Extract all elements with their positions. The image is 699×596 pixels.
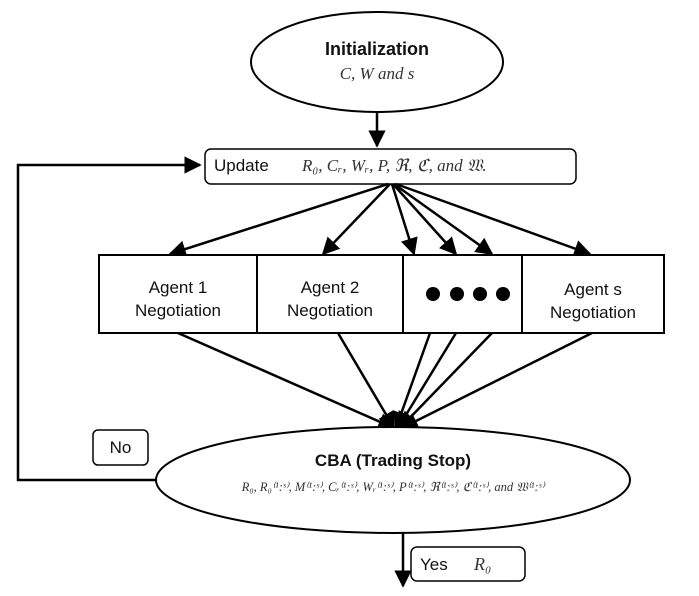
converge-arrows — [177, 331, 593, 430]
yes-label: Yes — [420, 555, 448, 574]
feedback-loop-arrow — [16, 156, 202, 482]
agents-row — [98, 254, 665, 334]
update-label: Update — [214, 156, 269, 175]
ellipsis-dots — [426, 287, 510, 301]
agent-2-line1: Agent 2 — [300, 278, 360, 297]
no-label: No — [109, 438, 132, 457]
update-formula: R₀, Cᵣ, Wᵣ, P, ℜ, ℭ, and 𝔚. — [302, 156, 487, 175]
cba-formula: R₀, R₀⁽¹:ˢ⁾, M⁽¹:ˢ⁾, Cᵣ⁽¹:ˢ⁾, Wᵣ⁽¹:ˢ⁾, P… — [241, 480, 545, 494]
init-params: C, W and s — [339, 64, 415, 83]
yes-value: R₀ — [474, 554, 492, 574]
agent-s-line2: Negotiation — [549, 303, 636, 322]
no-box — [92, 429, 149, 466]
init-ellipse — [250, 11, 504, 113]
agent-1-line2: Negotiation — [134, 301, 221, 320]
agent-2-line2: Negotiation — [286, 301, 373, 320]
cba-title: CBA (Trading Stop) — [314, 451, 472, 470]
agent-1-line1: Agent 1 — [148, 278, 208, 297]
agent-s-line1: Agent s — [564, 280, 622, 299]
update-box — [204, 148, 577, 185]
yes-box — [410, 546, 526, 582]
init-title: Initialization — [324, 39, 429, 59]
fan-out-arrows — [168, 182, 592, 258]
